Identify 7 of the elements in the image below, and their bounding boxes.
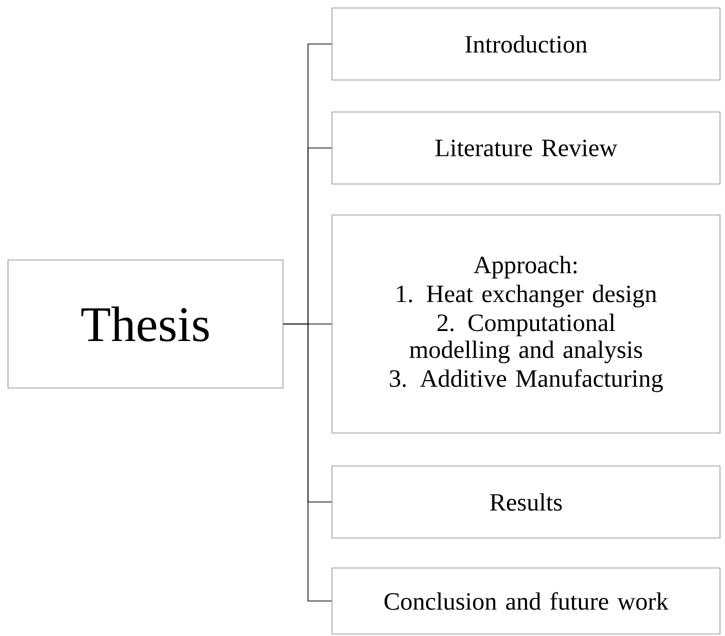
- title-box: Thesis: [8, 260, 284, 388]
- section-box: Literature Review: [332, 112, 720, 184]
- section-box: Results: [332, 466, 720, 538]
- section-box: Introduction: [332, 8, 720, 80]
- section-box: Approach: 1. Heat exchanger design 2. Computational modelling and analysis 3. Additive Manufacturing: [332, 214, 720, 434]
- section-box: Conclusion and future work: [332, 568, 720, 634]
- connector-line: [283, 324, 332, 602]
